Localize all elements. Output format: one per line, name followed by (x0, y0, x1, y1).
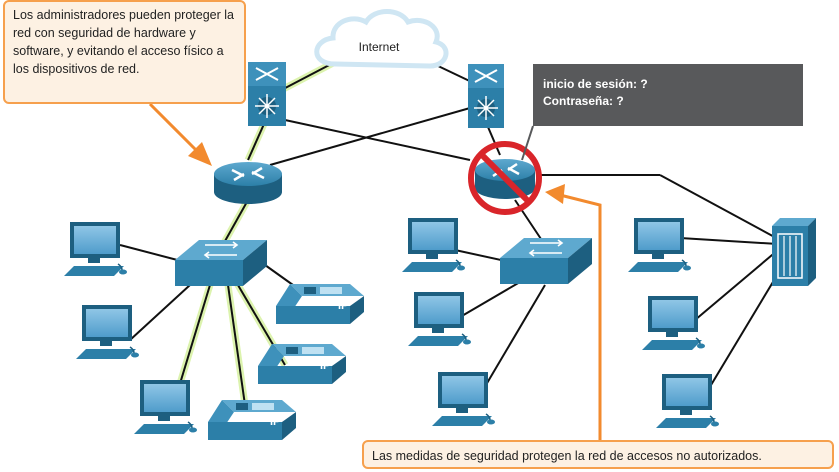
multilayer-switch-icon (468, 64, 504, 128)
callout-arrows (148, 102, 602, 440)
pc-middle-3 (432, 372, 495, 426)
pc-icon (628, 218, 691, 272)
admin-callout-arrow (148, 102, 200, 154)
pc-right-3 (656, 374, 719, 428)
cloud-label: Internet (359, 40, 400, 54)
pc-icon (76, 305, 139, 359)
pc-middle-2 (408, 292, 471, 346)
switch-left (175, 240, 267, 286)
pc-icon (656, 374, 719, 428)
ip-phone-label: IP (320, 360, 330, 372)
no-access-icon (468, 141, 542, 215)
ip-phone-2: IP (258, 344, 346, 384)
pc-left-2 (76, 305, 139, 359)
measures-callout-arrow (559, 193, 602, 440)
router-icon (214, 162, 282, 204)
security-measures-callout: Las medidas de seguridad protegen la red… (362, 440, 834, 469)
ip-phone-3: IP (208, 400, 296, 440)
server-icon (772, 218, 816, 286)
pc-icon (64, 222, 127, 276)
admin-security-callout: Los administradores pueden proteger la r… (3, 0, 246, 104)
pc-right-2 (642, 296, 705, 350)
pc-right-1 (628, 218, 691, 272)
ip-phone-1: IP (276, 284, 364, 324)
server (772, 218, 816, 286)
ip-phone-label: IP (338, 300, 348, 312)
login-prompt: inicio de sesión: ? Contraseña: ? (533, 64, 803, 126)
pc-icon (134, 380, 197, 434)
internet-cloud: Internet (314, 9, 449, 69)
ip-phone-label: IP (270, 416, 280, 428)
pc-middle-1 (402, 218, 465, 272)
multilayer-switch-right (468, 64, 504, 128)
multilayer-switch-icon (248, 62, 286, 126)
pc-icon (402, 218, 465, 272)
switch-icon (175, 240, 267, 286)
ip-phone-icon: IP (276, 284, 364, 324)
pc-icon (642, 296, 705, 350)
pc-left-3 (134, 380, 197, 434)
pc-left-1 (64, 222, 127, 276)
multilayer-switch-left (248, 62, 286, 126)
switch-right (500, 238, 592, 284)
login-user-field: inicio de sesión: ? (543, 77, 648, 91)
pc-icon (408, 292, 471, 346)
ip-phone-icon: IP (208, 400, 296, 440)
router-right (468, 141, 542, 215)
pc-icon (432, 372, 495, 426)
login-password-field: Contraseña: ? (543, 94, 624, 108)
switch-icon (500, 238, 592, 284)
login-pointer (521, 125, 534, 161)
router-left (214, 162, 282, 204)
cloud-icon (314, 9, 449, 69)
ip-phone-icon: IP (258, 344, 346, 384)
